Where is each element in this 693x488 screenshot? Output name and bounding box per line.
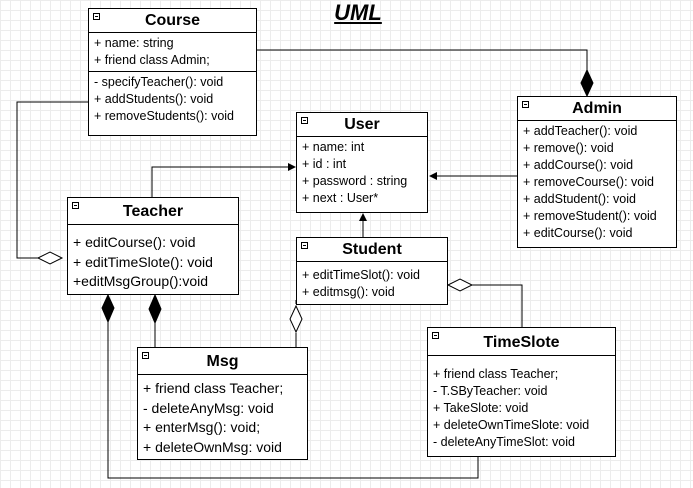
class-course[interactable]: Course + name: string + friend class Adm… (88, 8, 257, 136)
aggregation-diamond-teacher (36, 251, 64, 265)
class-name: User (344, 116, 380, 133)
collapse-icon[interactable] (301, 117, 308, 124)
collapse-icon[interactable] (72, 202, 79, 209)
methods-section: + friend class Teacher; - T.SByTeacher: … (428, 356, 615, 453)
method: + TakeSlote: void (433, 401, 529, 415)
attribute: + name: int (302, 140, 365, 154)
attributes-section: + name: string + friend class Admin; (89, 33, 256, 71)
method: + deleteOwnTimeSlote: void (433, 418, 590, 432)
class-name: Student (342, 241, 402, 258)
attribute: + friend class Admin; (94, 53, 210, 67)
method: + friend class Teacher; (143, 380, 284, 396)
composition-diamond-teacher-msg (148, 293, 162, 325)
class-student[interactable]: Student + editTimeSlot(): void + editmsg… (296, 237, 448, 305)
method: + editTimeSlot(): void (302, 268, 420, 282)
methods-section: + editTimeSlot(): void + editmsg(): void (297, 262, 447, 303)
class-timeslote[interactable]: TimeSlote + friend class Teacher; - T.SB… (427, 327, 616, 457)
class-admin[interactable]: Admin + addTeacher(): void + remove(): v… (517, 96, 677, 248)
class-user[interactable]: User + name: int + id : int + password :… (296, 112, 428, 213)
method: - specifyTeacher(): void (94, 75, 224, 89)
class-header: TimeSlote (428, 328, 615, 356)
edge-course-teacher (16, 101, 88, 259)
method: + editmsg(): void (302, 285, 395, 299)
class-header: Teacher (68, 198, 238, 225)
method: + addStudents(): void (94, 92, 214, 106)
class-header: Student (297, 238, 447, 262)
method: + editCourse(): void (73, 234, 196, 250)
arrowhead-teacher-user (288, 163, 296, 171)
aggregation-diamond-timeslote-student (446, 278, 474, 292)
diagram-title: UML (334, 0, 382, 25)
method: +editMsgGroup():void (73, 273, 209, 289)
method: - deleteAnyTimeSlot: void (433, 435, 575, 449)
method: + editCourse(): void (523, 226, 633, 240)
class-header: User (297, 113, 427, 137)
method: + editTimeSlote(): void (73, 253, 213, 270)
attributes-section: + name: int + id : int + password : stri… (297, 137, 427, 209)
attribute: + id : int (302, 157, 347, 171)
edge-timeslote-teacher (107, 322, 479, 479)
edge-teacher-user (151, 166, 290, 197)
class-header: Msg (138, 348, 307, 375)
method: + removeStudents(): void (94, 109, 234, 123)
collapse-icon[interactable] (301, 242, 308, 249)
method: + addStudent(): void (523, 192, 636, 206)
collapse-icon[interactable] (93, 13, 100, 20)
attribute: + name: string (94, 36, 174, 50)
method: - deleteAnyMsg: void (143, 399, 274, 416)
method: + addTeacher(): void (523, 124, 638, 138)
class-name: Teacher (122, 203, 184, 220)
class-teacher[interactable]: Teacher + editCourse(): void + editTimeS… (67, 197, 239, 295)
class-name: TimeSlote (483, 334, 560, 351)
aggregation-diamond-msg-student (289, 304, 303, 334)
class-header: Course (89, 9, 256, 33)
methods-section: + friend class Teacher; - deleteAnyMsg: … (138, 375, 307, 459)
class-name: Msg (206, 353, 239, 370)
arrowhead-admin-user (429, 172, 437, 180)
methods-section: + addTeacher(): void + remove(): void + … (518, 121, 676, 244)
composition-diamond-admin (580, 68, 594, 98)
attribute: + password : string (302, 174, 408, 188)
method: + friend class Teacher; (433, 367, 559, 381)
methods-section: - specifyTeacher(): void + addStudents()… (89, 71, 256, 127)
method: + enterMsg(): void; (143, 419, 261, 435)
class-name: Admin (572, 100, 622, 117)
method: + remove(): void (523, 141, 614, 155)
arrowhead-student-user (359, 213, 367, 221)
edge-course-admin (257, 49, 588, 74)
edge-timeslote-student (472, 284, 523, 327)
class-header: Admin (518, 97, 676, 121)
collapse-icon[interactable] (522, 101, 529, 108)
composition-diamond-teacher-timeslote (101, 293, 115, 324)
attribute: + next : User* (302, 191, 379, 205)
method: + deleteOwnMsg: void (143, 438, 282, 455)
class-name: Course (144, 12, 201, 29)
collapse-icon[interactable] (142, 352, 149, 359)
collapse-icon[interactable] (432, 332, 439, 339)
method: + removeCourse(): void (523, 175, 654, 189)
class-msg[interactable]: Msg + friend class Teacher; - deleteAnyM… (137, 347, 308, 460)
methods-section: + editCourse(): void + editTimeSlote(): … (68, 225, 238, 294)
method: - T.SByTeacher: void (433, 384, 548, 398)
method: + addCourse(): void (523, 158, 634, 172)
method: + removeStudent(): void (523, 209, 657, 223)
